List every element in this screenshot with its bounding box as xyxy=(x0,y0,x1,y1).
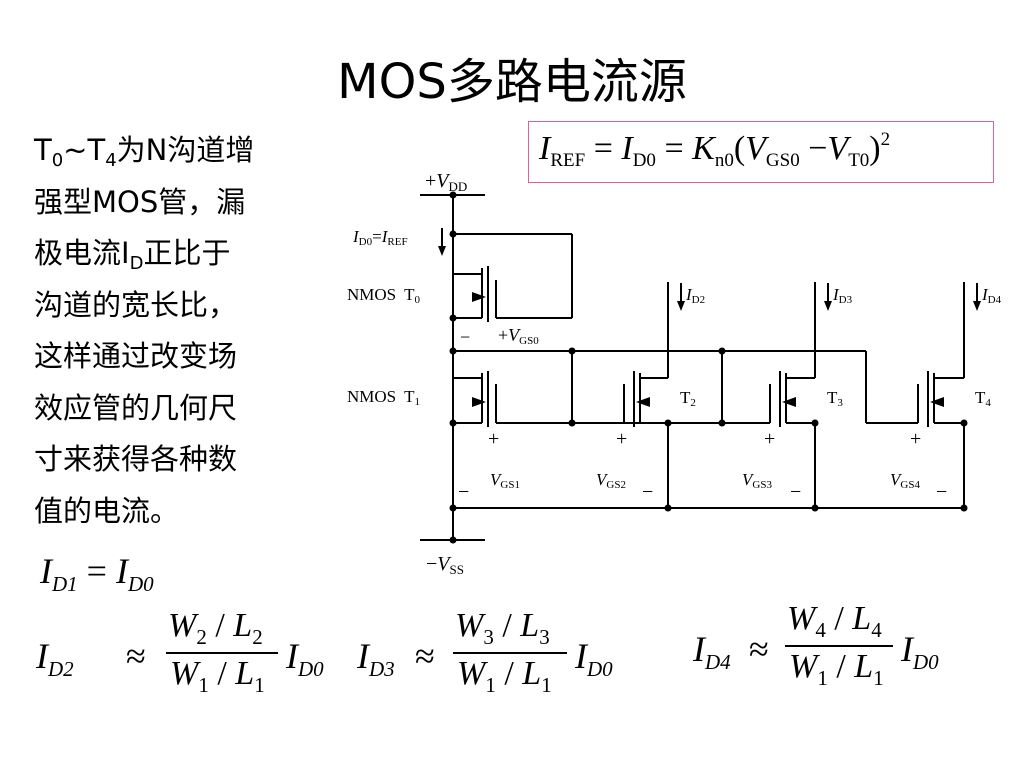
equation-id4-approx: ≈ xyxy=(749,629,769,669)
equation-id2-rhs: ID0 xyxy=(286,636,324,681)
equation-id4-rhs: ID0 xyxy=(901,629,939,674)
circuit-arrowheads xyxy=(438,246,981,407)
slide-title: MOS多路电流源 xyxy=(337,54,687,110)
desc-line-5: 这样通过改变场 xyxy=(34,339,238,373)
desc-line-1: T0~T4为N沟道增 xyxy=(34,133,255,171)
vgs2-label: VGS2 xyxy=(596,470,626,491)
equation-id3-fraction-bar xyxy=(453,652,567,654)
desc-line-6: 效应管的几何尺 xyxy=(34,390,238,425)
vgs3-plus: + xyxy=(764,428,775,450)
vgs1-minus: − xyxy=(458,481,469,503)
equation-id2-numerator: W2 / L2 xyxy=(168,607,263,649)
vgs0-label: +VGS0 xyxy=(498,325,539,347)
equation-id4: ID4 ≈ W4 / L4 W1 / L1 ID0 xyxy=(693,600,983,690)
vgs3-minus: − xyxy=(790,481,801,503)
desc-line-3: 极电流ID正比于 xyxy=(34,236,231,274)
vgs2-minus: − xyxy=(642,481,653,503)
vgs1-label: VGS1 xyxy=(490,470,520,491)
circuit-junction-dots xyxy=(449,191,968,544)
vgs2-plus: + xyxy=(616,428,627,450)
t2-label: T2 xyxy=(680,388,696,409)
equation-id3-rhs: ID0 xyxy=(575,636,613,681)
equation-id3-denominator: W1 / L1 xyxy=(457,655,552,697)
id3-label: ID3 xyxy=(832,285,853,306)
vgs4-plus: + xyxy=(910,428,921,450)
desc-line-2: 强型MOS管，漏 xyxy=(34,184,246,219)
vss-label: −VSS xyxy=(426,553,464,577)
reference-current-formula: IREF = ID0 = Kn0(VGS0 −VT0)2 xyxy=(539,129,891,171)
id2-label: ID2 xyxy=(685,285,705,306)
equation-id3: ID3 ≈ W3 / L3 W1 / L1 ID0 xyxy=(357,607,647,697)
vgs4-minus: − xyxy=(936,481,947,503)
description-text: T0~T4为N沟道增 强型MOS管，漏 极电流ID正比于 沟道的宽长比， 这样通… xyxy=(34,125,314,537)
vgs3-label: VGS3 xyxy=(742,470,772,491)
equation-id1: ID1 = ID0 xyxy=(40,551,154,596)
t3-label: T3 xyxy=(827,388,843,409)
desc-line-7: 寸来获得各种数 xyxy=(34,442,238,476)
id4-label: ID4 xyxy=(981,285,1002,306)
equation-id3-numerator: W3 / L3 xyxy=(455,607,550,649)
vgs4-label: VGS4 xyxy=(890,470,920,491)
equation-id2-lhs: ID2 xyxy=(36,636,74,681)
equation-id4-lhs: ID4 xyxy=(693,629,731,674)
equation-id2-approx: ≈ xyxy=(126,636,146,676)
desc-line-4: 沟道的宽长比， xyxy=(34,287,238,322)
equation-id4-numerator: W4 / L4 xyxy=(787,600,882,642)
equation-id2: ID2 ≈ W2 / L2 W1 / L1 ID0 xyxy=(36,607,326,697)
equation-id2-denominator: W1 / L1 xyxy=(170,655,265,697)
circuit-wires xyxy=(420,194,978,541)
iref-label: ID0=IREF xyxy=(352,227,408,248)
equation-id4-denominator: W1 / L1 xyxy=(789,648,884,690)
t4-label: T4 xyxy=(975,388,991,409)
equation-id2-fraction-bar xyxy=(166,652,278,654)
equation-id3-approx: ≈ xyxy=(415,636,435,676)
equation-id3-lhs: ID3 xyxy=(357,636,395,681)
reference-current-formula-box: IREF = ID0 = Kn0(VGS0 −VT0)2 xyxy=(528,121,994,183)
vgs0-minus: − xyxy=(460,327,470,347)
equation-id4-fraction-bar xyxy=(785,645,893,647)
vgs1-plus: + xyxy=(488,428,499,450)
vdd-label: +VDD xyxy=(425,170,467,194)
desc-line-8: 值的电流。 xyxy=(34,493,180,528)
